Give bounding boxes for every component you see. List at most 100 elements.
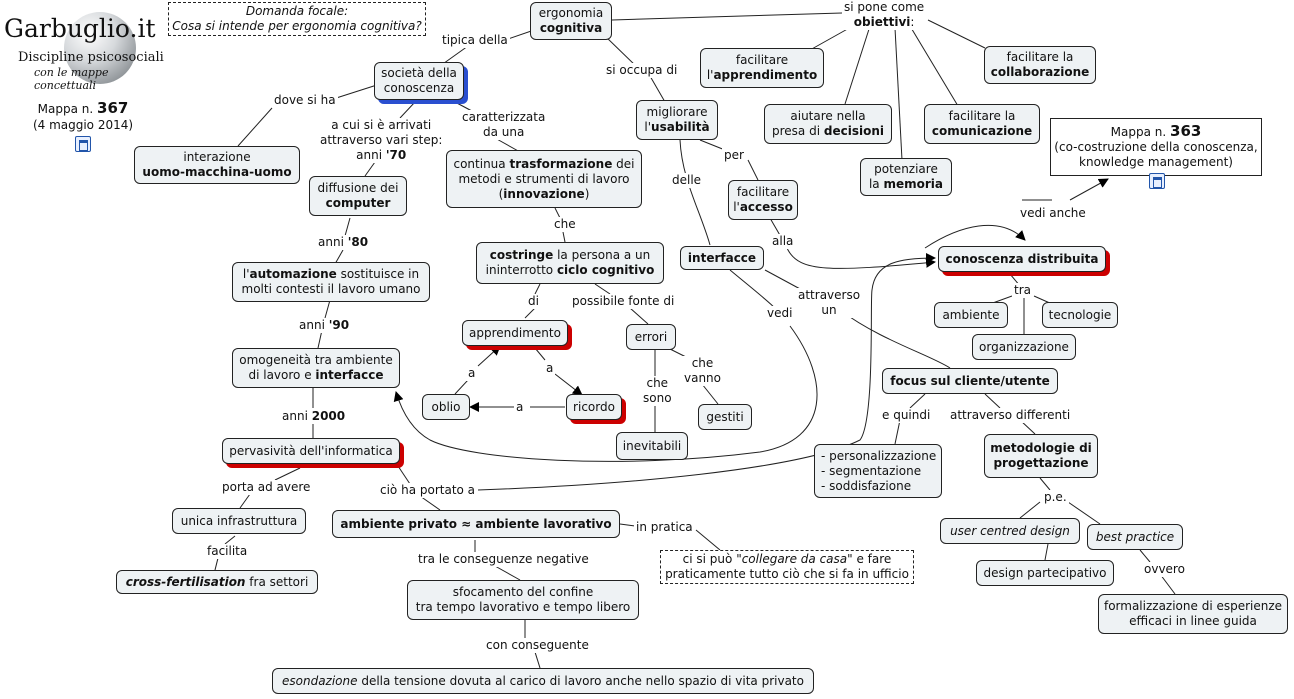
node-ambiente[interactable]: ambiente — [934, 302, 1008, 328]
node-text: la — [868, 177, 884, 191]
node-ricordo[interactable]: ricordo — [566, 394, 622, 420]
node-organizzazione[interactable]: organizzazione — [972, 334, 1076, 360]
related-map-label: Mappa n. — [1110, 125, 1167, 139]
node-aiutare-decisioni[interactable]: aiutare nella presa di decisioni — [764, 104, 892, 144]
node-text-bold: computer — [325, 196, 391, 210]
node-apprendimento[interactable]: apprendimento — [462, 320, 568, 346]
node-text: conoscenza — [383, 81, 455, 95]
link-text: che — [691, 356, 714, 370]
link-text: che — [646, 376, 669, 390]
link-dove-si-ha: dove si ha — [272, 93, 338, 108]
link-tipica-della: tipica della — [440, 33, 510, 48]
node-text: facilitare — [736, 185, 790, 199]
node-personalizzazione[interactable]: - personalizzazione - segmentazione - so… — [814, 444, 942, 498]
node-interazione[interactable]: interazione uomo-macchina-uomo — [134, 146, 300, 184]
node-formalizzazione[interactable]: formalizzazione di esperienze efficaci i… — [1098, 594, 1288, 634]
link-anni-80: anni '80 — [316, 235, 371, 250]
focal-question-text: Cosa si intende per ergonomia cognitiva? — [172, 19, 422, 33]
link-e-quindi: e quindi — [880, 408, 933, 423]
node-text-bold: accesso — [739, 200, 793, 214]
node-text-bold: memoria — [883, 177, 944, 191]
node-gestiti[interactable]: gestiti — [698, 404, 752, 430]
node-text: dei — [612, 156, 635, 171]
node-user-centred-design[interactable]: user centred design — [940, 518, 1080, 544]
node-text: inevitabili — [622, 438, 682, 453]
link-cio-ha-portato: ciò ha portato a — [378, 483, 478, 498]
link-text: attraverso — [798, 288, 861, 302]
node-conoscenza-distribuita[interactable]: conoscenza distribuita — [938, 246, 1106, 272]
node-text-bold: usabilità — [651, 120, 710, 134]
node-automazione[interactable]: l'automazione sostituisce in molti conte… — [232, 262, 430, 302]
node-errori[interactable]: errori — [626, 324, 676, 350]
node-focus-cliente[interactable]: focus sul cliente/utente — [882, 368, 1058, 394]
node-text-bold: decisioni — [823, 124, 884, 138]
node-design-partecipativo[interactable]: design partecipativo — [976, 560, 1114, 586]
node-ambiente-privato[interactable]: ambiente privato ≈ ambiente lavorativo — [332, 510, 620, 538]
node-text: l' — [644, 120, 652, 134]
node-sfocamento[interactable]: sfocamento del confine tra tempo lavorat… — [407, 580, 639, 620]
link-conseguenze: tra le conseguenze negative — [416, 552, 591, 567]
brand-sphere-logo — [64, 12, 136, 84]
node-ergonomia-cognitiva[interactable]: ergonomia cognitiva — [530, 2, 612, 40]
link-facilita: facilita — [205, 544, 250, 559]
related-map-line2: (co-costruzione della conoscenza, — [1054, 140, 1258, 154]
map-info: Mappa n. 367 (4 maggio 2014) — [18, 100, 148, 133]
node-facilitare-comunicazione[interactable]: facilitare la comunicazione — [924, 104, 1040, 144]
node-text: formalizzazione di esperienze — [1103, 599, 1283, 613]
node-text: e fare — [852, 552, 892, 566]
map-link-icon[interactable] — [75, 136, 91, 152]
link-text: anni — [299, 318, 329, 332]
node-infrastruttura[interactable]: unica infrastruttura — [172, 508, 306, 534]
focal-question: Domanda focale: Cosa si intende per ergo… — [168, 2, 426, 36]
node-text: continua — [453, 156, 510, 171]
node-esondazione[interactable]: esondazione della tensione dovuta al car… — [272, 668, 814, 694]
link-che: che — [552, 217, 578, 232]
node-inevitabili[interactable]: inevitabili — [616, 432, 688, 460]
node-text: pervasività dell'informatica — [229, 443, 393, 458]
link-text-bold: '80 — [347, 235, 369, 249]
node-accesso[interactable]: facilitare l'accesso — [728, 180, 798, 220]
link-vedi: vedi — [765, 306, 795, 321]
node-usabilita[interactable]: migliorare l'usabilità — [636, 100, 718, 140]
node-text-bold: automazione — [249, 267, 337, 281]
node-metodologie[interactable]: metodologie di progettazione — [984, 434, 1098, 478]
node-text: tra tempo lavorativo e tempo libero — [415, 600, 631, 614]
link-text: a cui si è arrivati — [331, 118, 432, 132]
node-text-bold: trasformazione — [509, 156, 613, 171]
node-text: efficaci in linee guida — [1129, 614, 1257, 628]
link-porta-ad-avere: porta ad avere — [220, 480, 313, 495]
related-map-363[interactable]: Mappa n. 363 (co-costruzione della conos… — [1050, 118, 1262, 176]
node-omogeneita[interactable]: omogeneità tra ambiente di lavoro e inte… — [232, 348, 400, 388]
node-cross-fertilisation[interactable]: cross-fertilisation fra settori — [116, 570, 318, 594]
node-societa-conoscenza[interactable]: società della conoscenza — [374, 62, 464, 100]
node-diffusione-computer[interactable]: diffusione dei computer — [309, 176, 407, 216]
node-text: gestiti — [706, 409, 744, 424]
node-text: l' — [733, 200, 740, 214]
node-interfacce[interactable]: interfacce — [680, 246, 764, 270]
link-di: di — [526, 294, 541, 309]
node-text: interazione — [183, 150, 251, 164]
node-costringe[interactable]: costringe la persona a un ininterrotto c… — [476, 242, 664, 284]
node-best-practice[interactable]: best practice — [1087, 524, 1183, 550]
node-trasformazione[interactable]: continua trasformazione dei metodi e str… — [446, 150, 642, 208]
node-facilitare-collaborazione[interactable]: facilitare la collaborazione — [984, 46, 1096, 84]
related-map-link-icon[interactable] — [1149, 173, 1165, 189]
node-tecnologie[interactable]: tecnologie — [1042, 302, 1118, 328]
node-oblio[interactable]: oblio — [422, 394, 470, 420]
focal-question-title: Domanda focale: — [245, 4, 349, 18]
node-potenziare-memoria[interactable]: potenziare la memoria — [860, 158, 952, 196]
link-alla: alla — [770, 234, 796, 249]
node-text-bold: apprendimento — [713, 68, 818, 82]
node-text: sfocamento del confine — [452, 585, 594, 599]
node-text-bold: collaborazione — [990, 65, 1090, 79]
link-anni-90: anni '90 — [297, 318, 352, 333]
link-a-ricordo: a — [544, 361, 556, 376]
node-pervasivita[interactable]: pervasività dell'informatica — [222, 438, 400, 464]
link-text: si pone come — [844, 0, 925, 14]
link-text: anni — [318, 235, 348, 249]
node-text: molti contesti il lavoro umano — [241, 282, 421, 296]
link-text-bold: obiettivi — [853, 15, 911, 29]
node-facilitare-apprendimento[interactable]: facilitare l'apprendimento — [700, 48, 824, 88]
node-text: apprendimento — [469, 325, 561, 340]
node-text: l' — [706, 68, 714, 82]
